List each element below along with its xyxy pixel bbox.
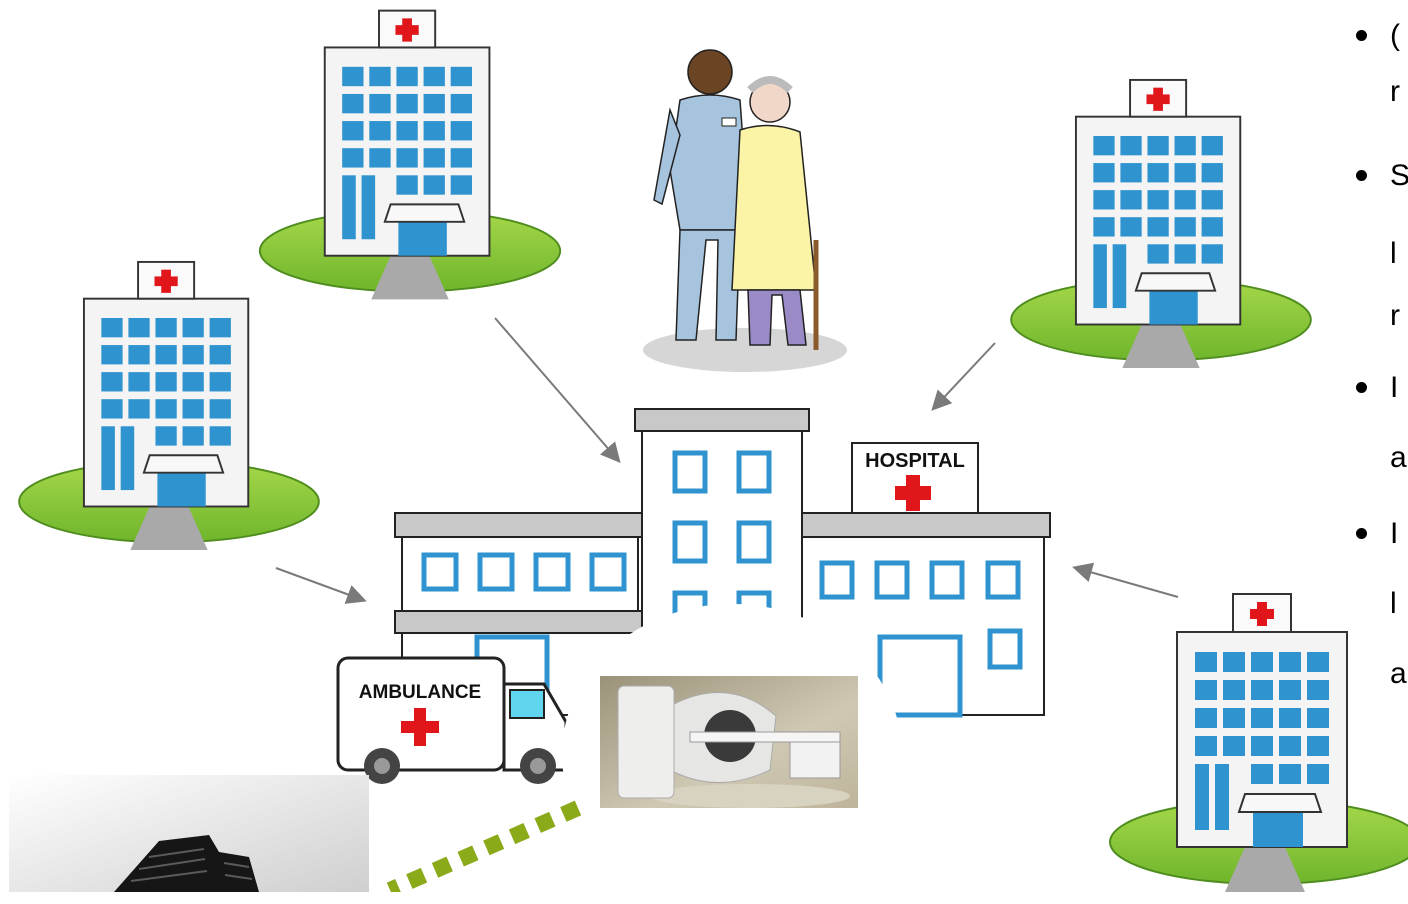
bullet-dot-3 bbox=[1356, 382, 1367, 393]
ambulance-label: AMBULANCE bbox=[359, 682, 481, 703]
office-tower-photo bbox=[9, 775, 369, 892]
arrow-left bbox=[275, 567, 367, 604]
bullet-dot-4 bbox=[1356, 528, 1367, 539]
bullet-dot-2 bbox=[1356, 170, 1367, 181]
arrow-right bbox=[931, 342, 996, 411]
bullet-dot-1 bbox=[1356, 30, 1367, 41]
ambulance: AMBULANCE bbox=[330, 652, 570, 784]
arrow-top-left bbox=[494, 317, 621, 464]
arrow-bottom-right bbox=[1072, 562, 1179, 598]
radiotherapy-machine-photo bbox=[600, 676, 858, 808]
bullet-list: ( r S l r I a I l a bbox=[1350, 14, 1408, 714]
dotted-connector bbox=[386, 800, 582, 892]
hospital-sign-label: HOSPITAL bbox=[865, 450, 965, 472]
ambulance-icon: AMBULANCE bbox=[336, 656, 568, 784]
caregiver-patient-illustration bbox=[640, 40, 850, 375]
